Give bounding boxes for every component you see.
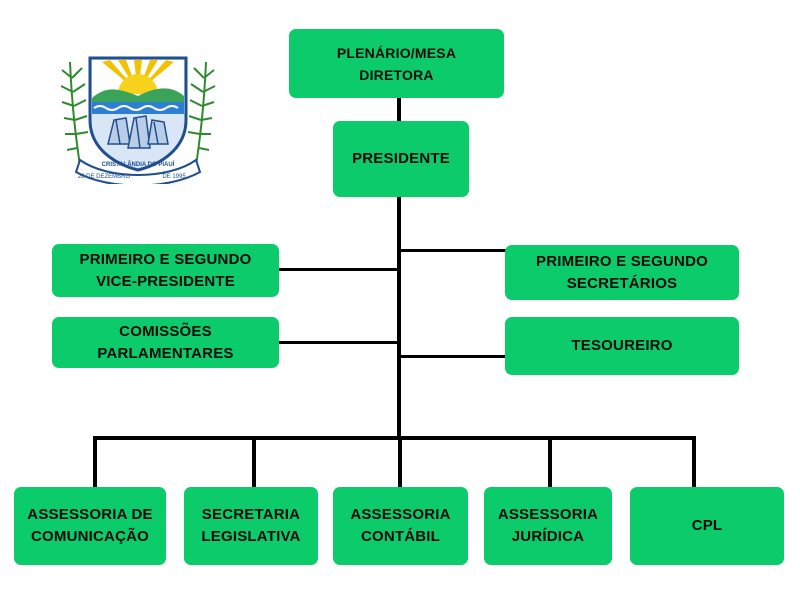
emblem-ribbon-right-text: DE 1995 <box>162 174 186 180</box>
right-plant-icon <box>187 61 216 167</box>
node-plenario-mesa-diretora: PLENÁRIO/MESA DIRETORA <box>289 29 504 98</box>
node-assessoria-contabil-label: ASSESSORIA CONTÁBIL <box>350 506 451 545</box>
node-assessoria-contabil: ASSESSORIA CONTÁBIL <box>333 487 468 565</box>
connector-vice <box>278 268 399 271</box>
connector-secretarios <box>399 249 506 252</box>
node-secretarios: PRIMEIRO E SEGUNDO SECRETÁRIOS <box>505 245 739 300</box>
sun-icon <box>102 60 174 94</box>
connector-drop-5 <box>692 436 696 488</box>
emblem-ribbon-left-text: 28 DE DEZEMBRO <box>78 174 131 180</box>
node-comissoes-parlamentares: COMISSÕES PARLAMENTARES <box>52 317 279 368</box>
node-vice-presidente: PRIMEIRO E SEGUNDO VICE-PRESIDENTE <box>52 244 279 297</box>
connector-comissoes <box>278 341 399 344</box>
ribbon <box>74 158 202 184</box>
node-vice-presidente-label: PRIMEIRO E SEGUNDO VICE-PRESIDENTE <box>79 250 252 290</box>
emblem-top-text: CRISTALÂNDIA DO PIAUÍ <box>102 160 175 168</box>
node-assessoria-comunicacao-label: ASSESSORIA DE COMUNICAÇÃO <box>27 506 153 545</box>
connector-drop-3 <box>398 436 402 488</box>
node-tesoureiro-label: TESOUREIRO <box>571 337 673 354</box>
node-presidente-label: PRESIDENTE <box>352 150 450 167</box>
connector-main-trunk <box>397 196 401 438</box>
node-plenario-label: PLENÁRIO/MESA DIRETORA <box>336 44 457 83</box>
connector-drop-4 <box>548 436 552 488</box>
node-presidente: PRESIDENTE <box>333 121 469 197</box>
municipal-coat-of-arms: CRISTALÂNDIA DO PIAUÍ 28 DE DEZEMBRO DE … <box>60 56 216 184</box>
node-tesoureiro: TESOUREIRO <box>505 317 739 375</box>
node-secretarios-label: PRIMEIRO E SEGUNDO SECRETÁRIOS <box>536 252 708 292</box>
node-cpl-label: CPL <box>691 517 723 534</box>
left-plant-icon <box>60 61 89 167</box>
node-comissoes-label: COMISSÕES PARLAMENTARES <box>97 322 234 362</box>
connector-plenario-presidente <box>397 97 401 121</box>
node-secretaria-legislativa: SECRETARIA LEGISLATIVA <box>184 487 318 565</box>
connector-tesoureiro <box>399 355 506 358</box>
node-cpl: CPL <box>630 487 784 565</box>
connector-drop-1 <box>93 436 97 488</box>
node-secretaria-legislativa-label: SECRETARIA LEGISLATIVA <box>201 506 301 545</box>
crystals-icon <box>107 115 169 149</box>
connector-bottom-bus <box>95 436 696 440</box>
node-assessoria-juridica-label: ASSESSORIA JURÍDICA <box>497 506 599 545</box>
node-assessoria-comunicacao: ASSESSORIA DE COMUNICAÇÃO <box>14 487 166 565</box>
connector-drop-2 <box>252 436 256 488</box>
node-assessoria-juridica: ASSESSORIA JURÍDICA <box>484 487 612 565</box>
